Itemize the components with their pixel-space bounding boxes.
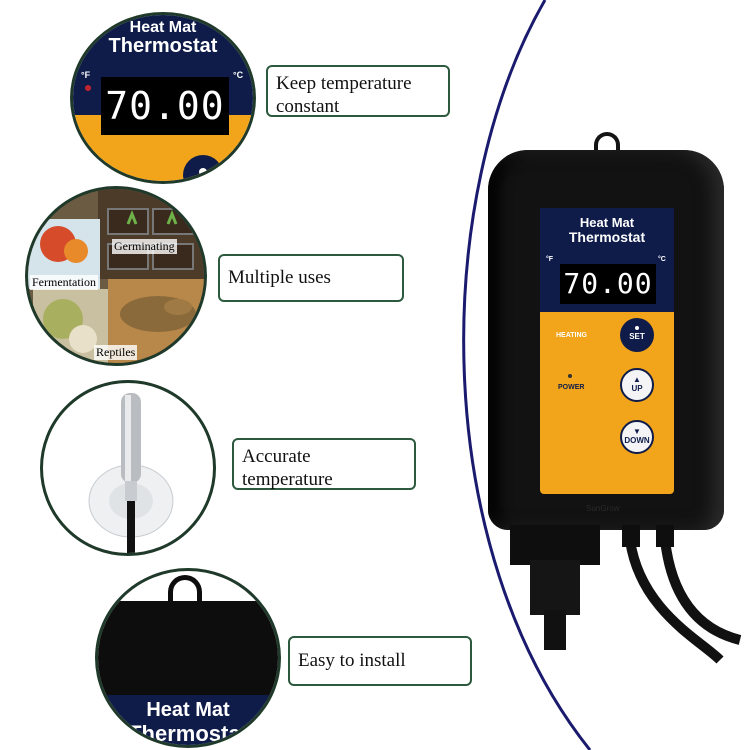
set-button-dot	[635, 326, 639, 330]
install-title-line2: Thermostat	[128, 721, 248, 746]
up-arrow-icon: ▲	[633, 375, 641, 384]
feature-keep-constant: Keep temperature constant	[266, 65, 450, 117]
panel-unit-f: °F	[546, 256, 554, 263]
closeup-title-line2: Thermostat	[108, 35, 218, 57]
panel-unit-c: °C	[658, 256, 666, 263]
down-arrow-icon: ▼	[633, 427, 641, 436]
down-button-label: DOWN	[624, 436, 650, 445]
feature-multiple-uses: Multiple uses	[218, 254, 404, 302]
feature-keep-constant-line1: Keep temperature	[276, 73, 412, 94]
feature-multiple-uses-text: Multiple uses	[228, 267, 331, 288]
closeup-set-dot	[199, 168, 207, 176]
feature-keep-constant-line2: constant	[276, 95, 340, 117]
use-label-germinating: Germinating	[112, 239, 177, 254]
feature-accurate-line1: Accurate	[242, 446, 311, 467]
install-black-body	[98, 601, 278, 701]
panel-title-line1: Heat Mat	[579, 215, 635, 230]
uses-collage-circle: Germinating Fermentation Reptiles	[25, 186, 207, 366]
closeup-indicator-f	[85, 85, 91, 91]
closeup-title-line1: Heat Mat	[129, 19, 197, 36]
collage-image	[28, 189, 204, 363]
thermostat-closeup-circle: Heat Mat Thermostat °F °C 70.00	[70, 12, 256, 184]
install-circle: Heat Mat Thermostat	[95, 568, 281, 748]
power-indicator-label: POWER	[558, 384, 585, 391]
use-label-reptiles: Reptiles	[94, 345, 138, 360]
probe-circle	[40, 380, 216, 556]
probe-image	[88, 393, 174, 553]
panel-lcd-display: 70.00	[560, 264, 656, 304]
heating-indicator-label: HEATING	[556, 332, 587, 339]
device-front-panel: Heat Mat Thermostat °F °C 70.00 HEATING …	[540, 208, 674, 494]
install-title-line1: Heat Mat	[146, 699, 230, 721]
closeup-unit-f: °F	[81, 70, 91, 80]
up-button-label: UP	[631, 384, 643, 393]
closeup-lcd-display: 70.00	[101, 77, 229, 135]
set-button-label: SET	[629, 332, 645, 341]
set-button[interactable]: SET	[620, 318, 654, 352]
feature-accurate-temperature: Accurate temperature	[232, 438, 416, 490]
power-indicator-dot	[568, 374, 572, 378]
feature-easy-install: Easy to install	[288, 636, 472, 686]
feature-accurate-line2: temperature	[242, 468, 333, 490]
closeup-unit-c: °C	[233, 70, 244, 80]
feature-easy-install-text: Easy to install	[298, 650, 406, 671]
down-button[interactable]: ▼ DOWN	[620, 420, 654, 454]
up-button[interactable]: ▲ UP	[620, 368, 654, 402]
brand-label: SunGrow	[586, 504, 620, 513]
panel-header	[540, 208, 674, 256]
use-label-fermentation: Fermentation	[30, 275, 98, 290]
install-hook	[168, 575, 202, 609]
panel-title-line2: Thermostat	[568, 229, 646, 245]
install-navy-strip	[98, 695, 278, 745]
device-hanging-hook	[594, 132, 620, 156]
